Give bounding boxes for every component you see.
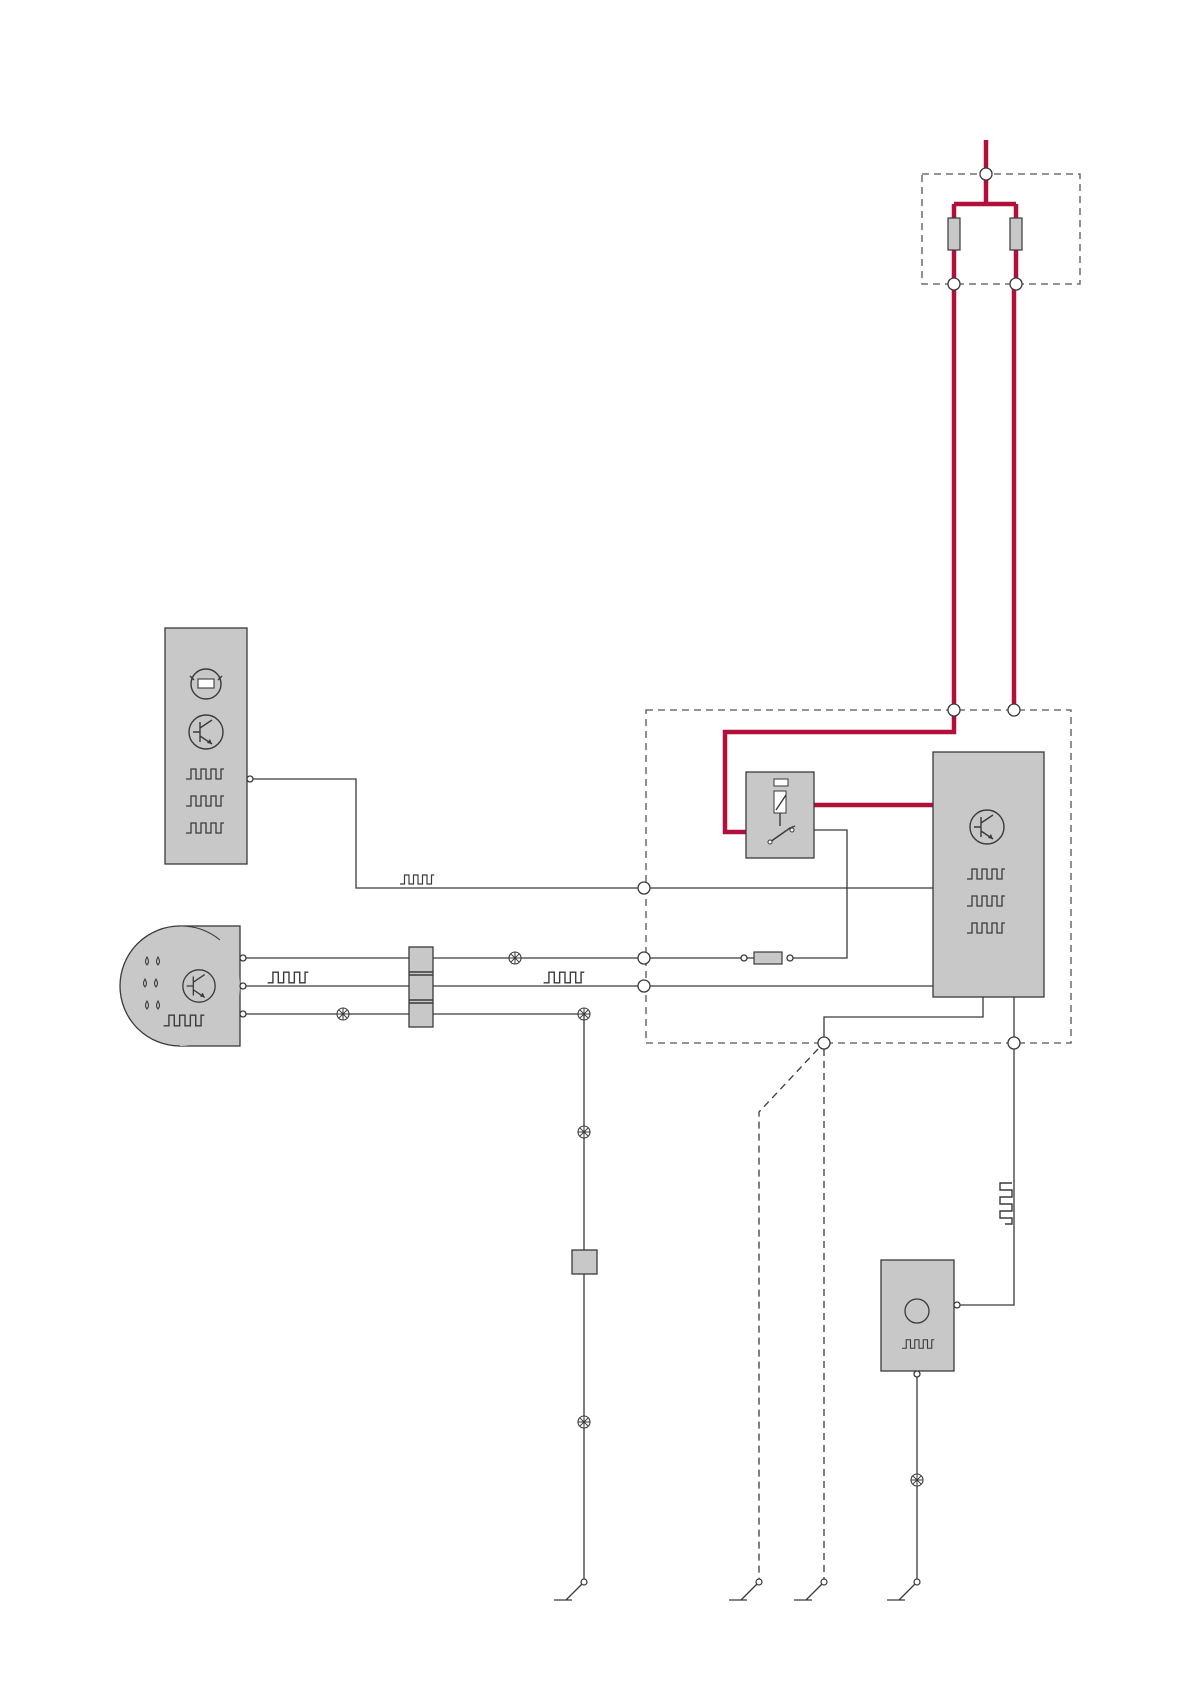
splice-connector bbox=[572, 1250, 597, 1274]
central-control-module bbox=[933, 752, 1044, 997]
relay-coil-icon bbox=[774, 779, 788, 786]
node-ground-1 bbox=[818, 1037, 830, 1049]
node-signal-out bbox=[1008, 1037, 1020, 1049]
pulse-signal-icon bbox=[400, 875, 434, 884]
node-power-in-left bbox=[948, 704, 960, 716]
fuse-box-enclosure bbox=[922, 174, 1080, 284]
pulse-signal-icon bbox=[1000, 1183, 1012, 1224]
relay bbox=[746, 772, 814, 858]
node-fusebox-right bbox=[1010, 278, 1022, 290]
fuse-right bbox=[1010, 218, 1022, 250]
ground-icon bbox=[729, 1579, 762, 1600]
node-rain-1 bbox=[638, 952, 650, 964]
connector-block bbox=[409, 947, 433, 1027]
splice-star-icon bbox=[337, 1008, 349, 1020]
node-fusebox-left bbox=[948, 278, 960, 290]
sensor-unit bbox=[881, 1260, 960, 1377]
node-fusebox-top bbox=[980, 168, 992, 180]
splice-star-icon bbox=[509, 952, 521, 964]
node-power-in-right bbox=[1008, 704, 1020, 716]
node-light-signal bbox=[638, 882, 650, 894]
splice-star-icon bbox=[578, 1126, 590, 1138]
splice-star-icon bbox=[911, 1474, 923, 1486]
node-rain-2 bbox=[638, 980, 650, 992]
ground-icon bbox=[554, 1579, 587, 1600]
power-wires bbox=[725, 140, 1016, 832]
rain-sensor bbox=[120, 926, 246, 1046]
ground-icon bbox=[887, 1579, 920, 1600]
ground-icon bbox=[794, 1579, 827, 1600]
pulse-signal-icon bbox=[544, 972, 585, 983]
pulse-signal-icon bbox=[268, 972, 309, 983]
splice-star-icon bbox=[578, 1416, 590, 1428]
fuse-left bbox=[948, 218, 960, 250]
light-sensor-module bbox=[165, 628, 253, 864]
